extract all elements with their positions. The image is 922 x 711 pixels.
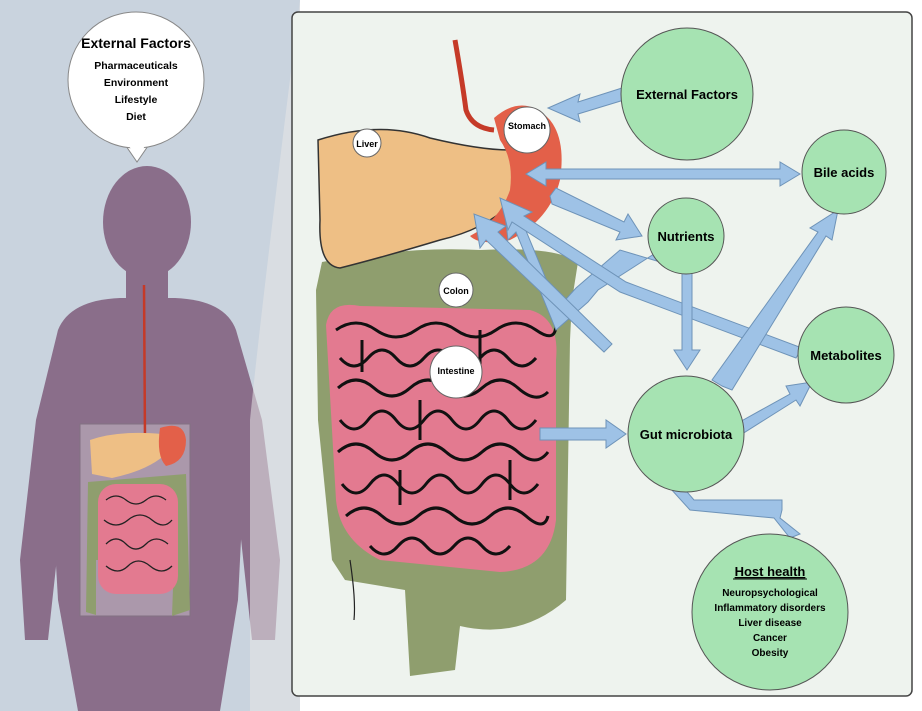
intestine-label: Intestine xyxy=(437,366,474,376)
liver-label: Liver xyxy=(356,139,378,149)
small-intestine xyxy=(326,305,556,572)
stomach-label: Stomach xyxy=(508,121,546,131)
bubble-item: Pharmaceuticals xyxy=(94,60,178,72)
node-bile-acids-label: Bile acids xyxy=(814,165,875,180)
mini-intestine xyxy=(98,484,178,594)
host-health-item: Neuropsychological xyxy=(722,588,818,599)
bubble-item: Diet xyxy=(126,111,146,123)
host-health-item: Obesity xyxy=(752,648,789,659)
node-external-factors-label: External Factors xyxy=(636,87,738,102)
bubble-item: Lifestyle xyxy=(115,94,158,106)
node-gut-microbiota-label: Gut microbiota xyxy=(640,427,733,442)
host-health-item: Liver disease xyxy=(738,618,802,629)
host-health-item: Cancer xyxy=(753,633,787,644)
bubble-item: Environment xyxy=(104,77,169,89)
node-nutrients-label: Nutrients xyxy=(657,229,714,244)
left-panel: External Factors Pharmaceuticals Environ… xyxy=(0,0,300,711)
node-metabolites-label: Metabolites xyxy=(810,348,882,363)
colon-label: Colon xyxy=(443,286,469,296)
mini-esophagus xyxy=(144,285,145,440)
host-health-item: Inflammatory disorders xyxy=(714,603,826,614)
bubble-title: External Factors xyxy=(81,35,191,51)
node-host-health-title: Host health xyxy=(735,564,806,579)
right-panel: Liver Stomach Colon Intestine External F… xyxy=(292,12,912,696)
